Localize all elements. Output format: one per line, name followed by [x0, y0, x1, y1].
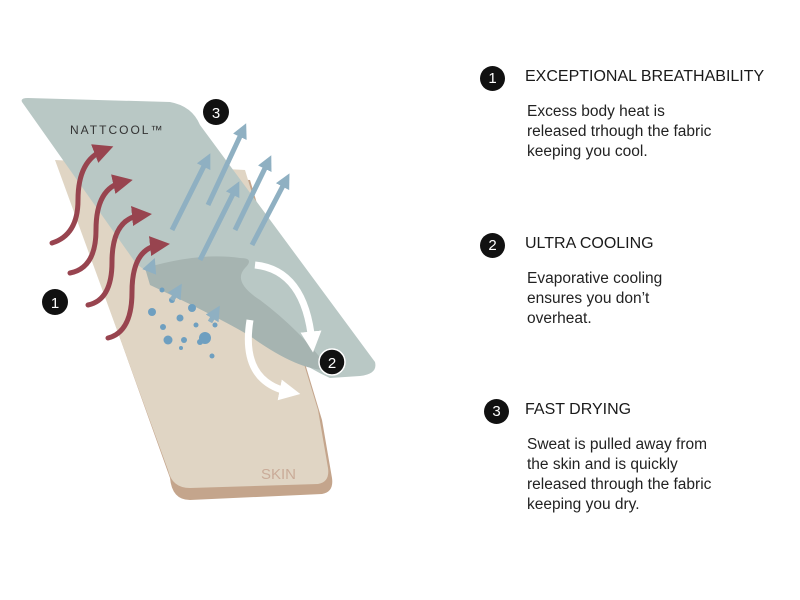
feature-title: EXCEPTIONAL BREATHABILITY	[525, 68, 765, 85]
feature-description: Evaporative cooling ensures you don’t ov…	[527, 269, 662, 329]
heat-arrows	[49, 144, 170, 341]
feature-description: Sweat is pulled away from the skin and i…	[527, 435, 711, 515]
fabric-layer	[21, 98, 376, 378]
description-line: Excess body heat is	[527, 103, 665, 120]
feature-description: Excess body heat is released trhough the…	[527, 102, 711, 162]
skin-label: SKIN	[261, 466, 296, 483]
feature-title: ULTRA COOLING	[525, 235, 654, 252]
description-line: the skin and is quickly	[527, 456, 678, 473]
feature-number-badge: 1	[480, 66, 505, 91]
svg-text:1: 1	[51, 295, 59, 312]
marker-3: 3	[203, 99, 229, 125]
svg-text:2: 2	[328, 355, 336, 372]
description-line: keeping you dry.	[527, 496, 640, 513]
fabric-label: NATTCOOL™	[70, 123, 164, 137]
feature-title: FAST DRYING	[525, 401, 632, 418]
description-line: released trhough the fabric	[527, 123, 712, 140]
description-line: overheat.	[527, 310, 592, 327]
sweat-drops	[148, 287, 218, 359]
description-line: Sweat is pulled away from	[527, 436, 708, 453]
description-line: ensures you don’t	[527, 290, 650, 307]
feature-number-badge: 3	[484, 399, 509, 424]
marker-2: 2	[318, 348, 346, 376]
vapor-arrows	[142, 123, 290, 324]
fabric-fold	[145, 256, 330, 371]
cooling-cycle-arrows	[244, 261, 322, 401]
feature-number-badge: 2	[480, 233, 505, 258]
description-line: Evaporative cooling	[527, 270, 663, 287]
description-line: keeping you cool.	[527, 143, 648, 160]
marker-1: 1	[42, 289, 68, 315]
fabric-diagram: SKIN NATTCOOL™ 1 2	[21, 98, 376, 500]
svg-text:3: 3	[212, 105, 220, 122]
description-line: released through the fabric	[527, 476, 712, 493]
